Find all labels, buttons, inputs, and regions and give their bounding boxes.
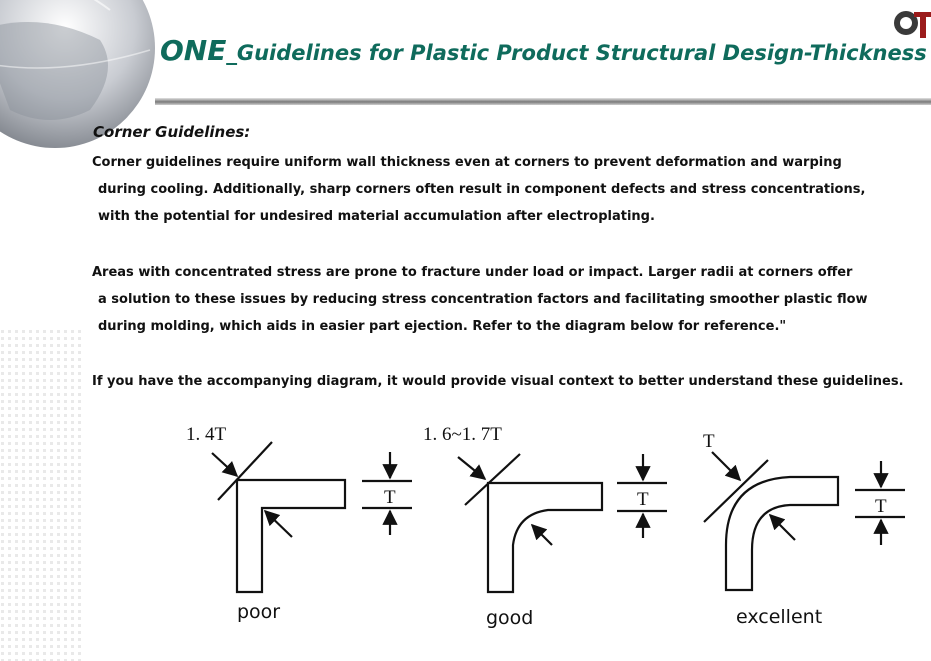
title-prefix: ONE: [160, 34, 227, 67]
title-rest: _Guidelines for Plastic Product Structur…: [226, 41, 927, 65]
caption-poor: poor: [237, 601, 281, 623]
poor-corner-shape: [211, 441, 347, 594]
paragraph-2-line-2: a solution to these issues by reducing s…: [98, 292, 868, 307]
paragraph-1: Corner guidelines require uniform wall t…: [92, 149, 865, 230]
paragraph-1-line-1: Corner guidelines require uniform wall t…: [92, 155, 842, 170]
excellent-thickness-marker: [855, 461, 905, 545]
excellent-dimension-label: T: [703, 431, 715, 452]
paragraph-1-line-3: with the potential for undesired materia…: [98, 209, 655, 224]
good-corner-shape: [457, 453, 604, 594]
poor-dimension-label: 1. 4T: [186, 424, 227, 445]
paragraph-1-line-2: during cooling. Additionally, sharp corn…: [98, 182, 866, 197]
paragraph-2: Areas with concentrated stress are prone…: [92, 259, 868, 340]
globe-icon: [0, 0, 155, 148]
corner-design-diagram: 1. 4T T 1. 6~1. 7T T T T: [186, 424, 905, 594]
caption-good: good: [486, 607, 534, 629]
paragraph-3-line-1: If you have the accompanying diagram, it…: [92, 374, 904, 389]
section-heading: Corner Guidelines:: [93, 123, 251, 141]
paragraph-2-line-1: Areas with concentrated stress are prone…: [92, 265, 853, 280]
excellent-thickness-label: T: [875, 496, 887, 517]
good-thickness-label: T: [637, 489, 649, 510]
good-dimension-label: 1. 6~1. 7T: [423, 424, 502, 445]
poor-thickness-marker: [362, 452, 412, 535]
good-thickness-marker: [617, 454, 667, 538]
paragraph-3: If you have the accompanying diagram, it…: [92, 368, 904, 395]
company-logo-icon: [894, 11, 931, 38]
paragraph-2-line-3: during molding, which aids in easier par…: [98, 319, 787, 334]
page-title: ONE_Guidelines for Plastic Product Struc…: [160, 34, 927, 67]
poor-thickness-label: T: [384, 487, 396, 508]
header-divider: [155, 98, 931, 105]
caption-excellent: excellent: [736, 606, 823, 628]
excellent-corner-shape: [703, 451, 840, 592]
